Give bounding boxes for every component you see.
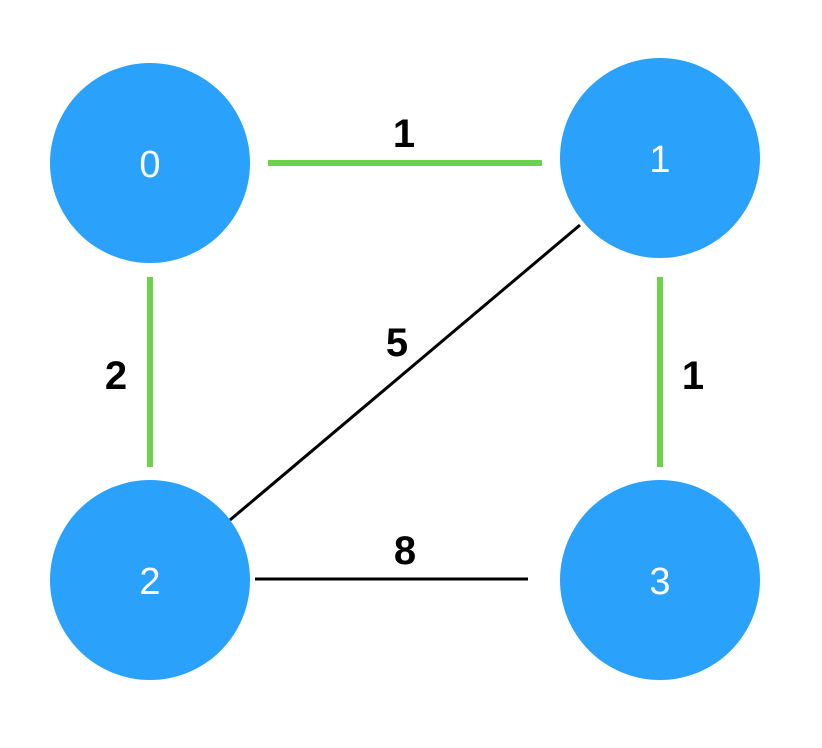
edge-1-2 xyxy=(229,223,581,522)
edge-weight-0-1: 1 xyxy=(393,112,415,156)
node-label-3: 3 xyxy=(649,561,670,603)
edge-weight-1-3: 1 xyxy=(682,354,704,398)
node-2: 2 xyxy=(50,480,250,680)
node-1: 1 xyxy=(560,58,760,258)
node-0: 0 xyxy=(50,63,250,263)
node-label-2: 2 xyxy=(139,561,160,603)
edge-weight-1-2: 5 xyxy=(386,321,408,365)
node-label-1: 1 xyxy=(649,139,670,181)
node-label-0: 0 xyxy=(139,144,160,186)
edge-weight-2-3: 8 xyxy=(394,529,416,573)
node-3: 3 xyxy=(560,480,760,680)
edge-weight-0-2: 2 xyxy=(105,354,127,398)
